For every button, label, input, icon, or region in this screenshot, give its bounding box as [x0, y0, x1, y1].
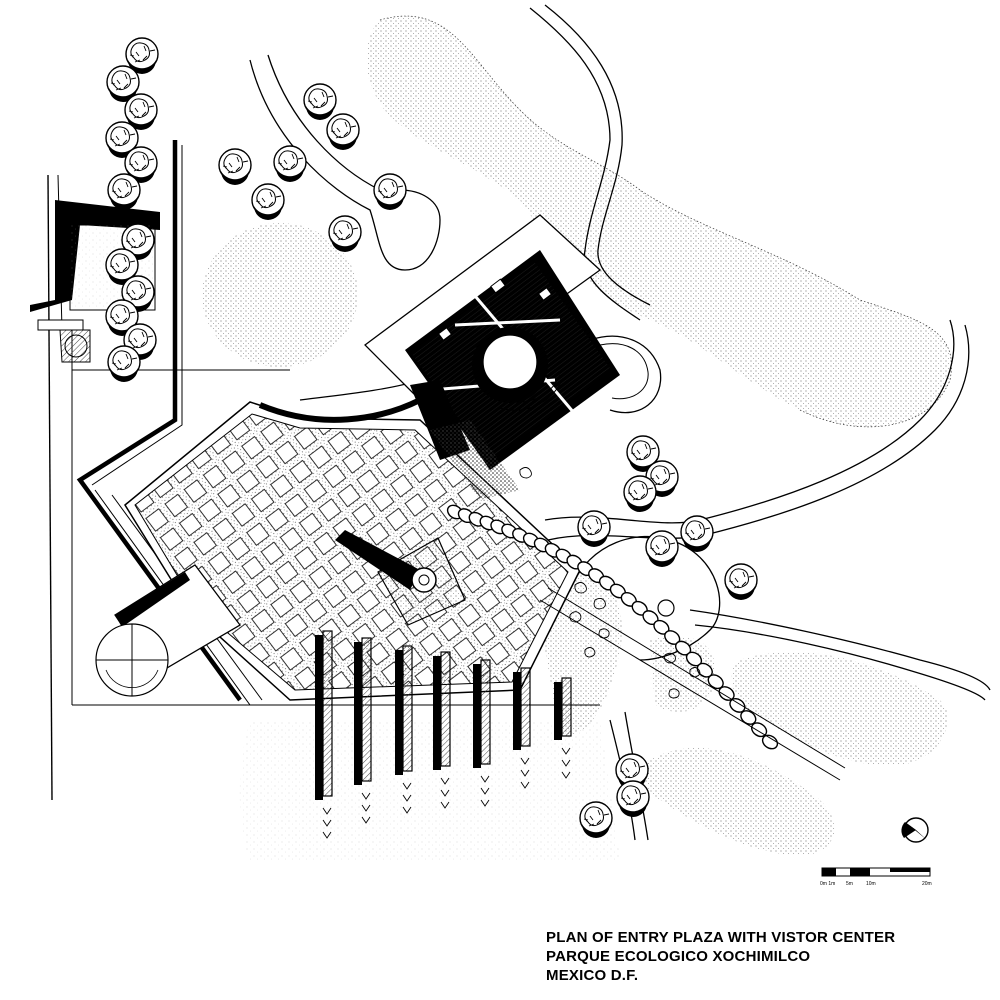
title-block: PLAN OF ENTRY PLAZA WITH VISTOR CENTER P…: [546, 928, 986, 985]
planter-row: [402, 645, 413, 772]
planter-row: [361, 637, 372, 782]
tree-icon: [616, 780, 650, 818]
drawing-title: PLAN OF ENTRY PLAZA WITH VISTOR CENTER: [546, 929, 896, 946]
tree-icon: [645, 530, 679, 568]
paving-stone: [761, 734, 779, 750]
tree-icon: [724, 563, 758, 601]
tree-icon: [218, 148, 252, 186]
planting-mark: [440, 801, 450, 809]
planter-shadow: [354, 642, 362, 785]
planter-row: [440, 651, 451, 767]
planting-mark: [561, 771, 571, 779]
project-name: PARQUE ECOLOGICO XOCHIMILCO: [546, 948, 811, 965]
scale-label-0: 0m 1m: [820, 881, 835, 887]
tree-icon: [251, 183, 285, 221]
planter-shadow: [433, 656, 441, 770]
tree-icon: [373, 173, 407, 211]
planter-row: [480, 659, 491, 765]
planting-mark: [361, 804, 371, 812]
planting-mark: [361, 792, 371, 800]
planting-mark: [440, 789, 450, 797]
planting-mark: [561, 759, 571, 767]
plaza-monument: [335, 530, 466, 626]
planting-mark: [480, 787, 490, 795]
entry-pavilion: [95, 564, 241, 697]
scale-label-20: 20m: [922, 881, 932, 887]
paving-stone: [718, 686, 735, 701]
planter-row: [561, 677, 572, 737]
planting-mark: [440, 777, 450, 785]
planter-row: [322, 630, 333, 797]
planter-shadow: [315, 635, 323, 800]
project-location: MEXICO D.F.: [546, 967, 639, 984]
rock-garden: [519, 467, 701, 699]
north-arrow-icon: [901, 817, 929, 843]
planter-shadow: [513, 672, 521, 750]
planting-mark: [402, 794, 412, 802]
tree-icon: [303, 83, 337, 121]
lawn-areas: [202, 15, 952, 860]
planting-mark: [402, 782, 412, 790]
plaza-north-edge: [258, 397, 422, 423]
walkway-edge: [539, 587, 846, 781]
tree-icon: [273, 145, 307, 183]
paving-stone: [707, 674, 724, 690]
paving-stone: [729, 697, 746, 713]
planter-shadow: [473, 664, 481, 768]
planting-mark: [561, 747, 571, 755]
planting-mark: [322, 819, 332, 827]
scale-bar: 0m 1m 5m 10m 20m: [820, 867, 932, 887]
planter-shadow: [554, 682, 562, 740]
scale-label-10: 10m: [866, 881, 876, 887]
planting-mark: [520, 781, 530, 789]
tree-icon: [577, 510, 611, 548]
planting-mark: [361, 816, 371, 824]
planting-mark: [520, 757, 530, 765]
scale-label-5: 5m: [846, 881, 853, 887]
planting-mark: [322, 831, 332, 839]
planting-mark: [480, 799, 490, 807]
visitor-center: [364, 214, 662, 470]
planting-mark: [402, 806, 412, 814]
stone-chain: [446, 504, 846, 781]
tree-icon: [107, 173, 141, 211]
tree-icon: [326, 113, 360, 151]
planter-shadow: [395, 650, 403, 775]
planting-mark: [480, 775, 490, 783]
planting-mark: [322, 807, 332, 815]
tree-icon: [623, 475, 657, 513]
planting-mark: [520, 769, 530, 777]
planter-rows: [315, 630, 572, 839]
paving-stone: [750, 722, 768, 738]
planter-row: [520, 667, 531, 747]
tree-icon: [107, 345, 141, 383]
